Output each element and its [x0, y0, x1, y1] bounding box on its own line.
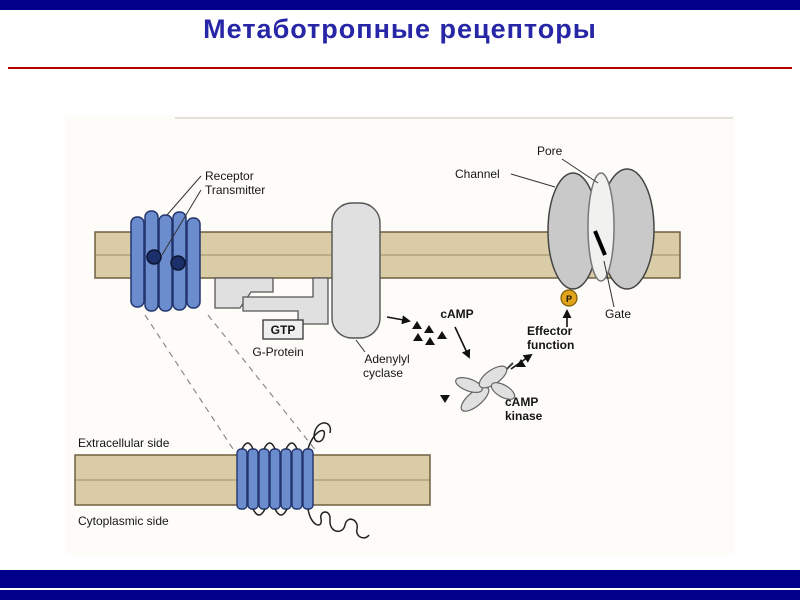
- extracellular-side-label: Extracellular side: [78, 436, 170, 450]
- helix-7: [302, 448, 314, 510]
- gtp-label: GTP: [271, 323, 296, 337]
- cytoplasmic-side-label: Cytoplasmic side: [78, 514, 169, 528]
- adenylyl-label-line2: cyclase: [363, 366, 403, 380]
- kinase-label-line2: kinase: [505, 409, 543, 423]
- adenylyl-label-line1: Adenylyl: [364, 352, 409, 366]
- kinase-to-effector-arrow: [510, 353, 533, 370]
- top-border-bar: [0, 0, 800, 10]
- receptor-leader-line: [166, 175, 202, 216]
- transmitter-molecule-2: [170, 255, 186, 271]
- adenylyl-cyclase-shape: [331, 202, 381, 339]
- transmitter-leader-line: [161, 189, 202, 256]
- receptor-diagram: GTP G-Protein Adenylyl cyclase cAMP: [74, 117, 733, 539]
- title-divider: [8, 67, 792, 69]
- zoom-guide-left: [144, 314, 236, 453]
- gtp-box: [262, 319, 304, 340]
- phosphate-label: P: [566, 294, 572, 304]
- camp-triangle: [424, 325, 434, 333]
- receptor-cluster: [130, 210, 201, 312]
- receptor-cylinder-1: [130, 216, 145, 308]
- helix-1: [236, 448, 248, 510]
- kinase-label-line1: cAMP: [505, 395, 538, 409]
- top-loop-3: [285, 442, 298, 450]
- g-protein-shape: [214, 277, 329, 340]
- camp-triangle: [412, 321, 422, 329]
- kinase-lobe-2: [455, 377, 483, 393]
- receptor-label: Receptor: [205, 169, 254, 183]
- bottom-loop-2: [274, 508, 288, 516]
- channel-label: Channel: [455, 167, 500, 181]
- transmitter-label: Transmitter: [205, 183, 265, 197]
- pore-leader-line: [561, 158, 599, 184]
- gate-label: Gate: [605, 307, 631, 321]
- helix-5: [280, 448, 292, 510]
- receptor-loops: [241, 422, 370, 539]
- channel-gate-mark: [593, 230, 607, 256]
- bottom-loop-1: [252, 508, 266, 516]
- helix-2: [247, 448, 259, 510]
- camp-label: cAMP: [440, 307, 473, 321]
- effector-label-line2: function: [527, 338, 574, 352]
- adenylyl-cyclase-body: [331, 202, 381, 339]
- camp-to-kinase-arrow: [454, 326, 471, 359]
- kinase-lobe-4: [490, 382, 516, 400]
- receptor-cylinder-3: [158, 214, 173, 312]
- camp-triangle: [437, 331, 447, 339]
- n-terminus-squiggle: [307, 422, 332, 450]
- camp-triangle: [425, 337, 435, 345]
- cyclase-to-camp-arrow: [386, 315, 411, 325]
- effector-label-line1: Effector: [527, 324, 573, 338]
- camp-molecules: [412, 321, 447, 345]
- c-terminus-tail: [307, 508, 370, 539]
- receptor-cylinder-5: [186, 217, 201, 309]
- diagram-area: GTP G-Protein Adenylyl cyclase cAMP: [65, 115, 735, 555]
- g-protein-right: [242, 277, 329, 325]
- pore-label: Pore: [537, 144, 563, 158]
- zoom-guide-right: [207, 314, 318, 453]
- kinase-lobe-1: [460, 386, 490, 412]
- bottom-accent-line: [0, 588, 800, 590]
- channel-leader-line: [510, 173, 556, 188]
- top-loop-1: [241, 442, 254, 450]
- phosphate-circle: [560, 289, 578, 307]
- g-protein-left: [214, 277, 274, 309]
- channel-pore-opening: [587, 172, 615, 282]
- camp-triangle: [413, 333, 423, 341]
- camp-kinase-shape: [455, 362, 516, 412]
- transmitter-molecule-1: [146, 249, 162, 265]
- adenylyl-leader-line: [355, 339, 366, 353]
- channel-shape: [547, 168, 655, 290]
- zoom-guide-lines: [144, 314, 318, 453]
- camp-triangle-near-kinase: [440, 395, 450, 403]
- lower-receptor-helices: [236, 448, 314, 510]
- bottom-border-bar: [0, 570, 800, 600]
- helix-6: [291, 448, 303, 510]
- g-protein-label: G-Protein: [252, 345, 303, 359]
- helix-3: [258, 448, 270, 510]
- helix-4: [269, 448, 281, 510]
- top-loop-2: [263, 442, 276, 450]
- camp-triangle-near-effector: [516, 359, 526, 367]
- gate-leader-line: [603, 260, 615, 308]
- slide-title: Метаботропные рецепторы: [203, 14, 597, 44]
